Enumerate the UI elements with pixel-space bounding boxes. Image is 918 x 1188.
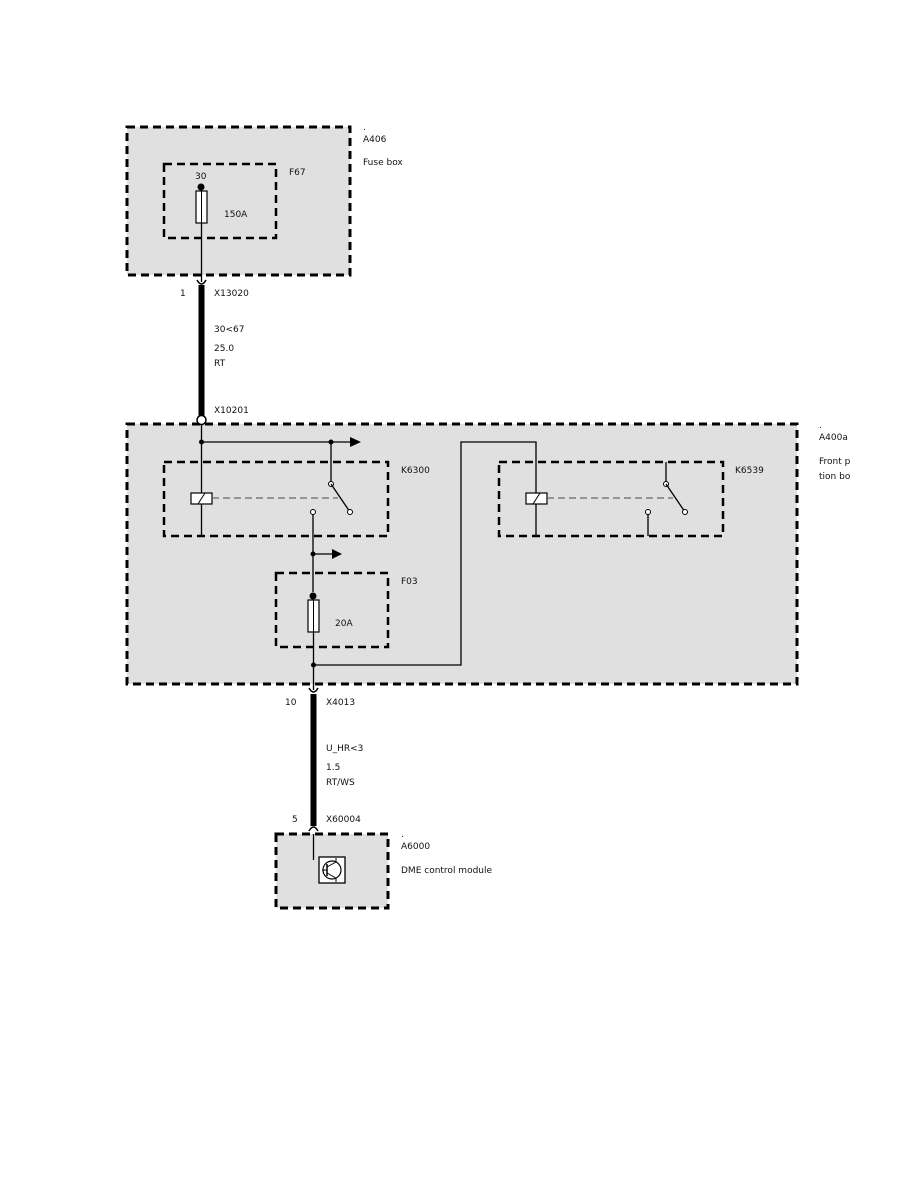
a406-name: Fuse box — [363, 158, 403, 168]
x60004-pin: 5 — [292, 815, 298, 825]
k6300-coil-slash — [197, 492, 206, 505]
f03-terminal-dot — [309, 592, 317, 600]
k6300-switch-contact — [330, 483, 351, 513]
x13020-connector-symbol — [196, 279, 207, 285]
a400a-name-line1: Front p — [819, 457, 851, 467]
f67-terminal: 30 — [195, 172, 207, 182]
a6000-mark: . — [401, 830, 404, 840]
wire1-color: RT — [214, 359, 226, 369]
a406-mark: . — [363, 123, 366, 133]
x4013-connector-symbol — [308, 687, 319, 693]
k6300-relay-outline — [162, 460, 390, 538]
f03-fuse-outline — [274, 571, 390, 649]
a6000-module-outline — [274, 832, 390, 910]
bus-arrow-right — [350, 437, 361, 447]
transistor-symbol-icon — [318, 856, 346, 884]
x60004-id: X60004 — [326, 815, 361, 825]
a6000-name: DME control module — [401, 866, 492, 876]
a400a-id: A400a — [819, 433, 848, 443]
wire1-signal: 30<67 — [214, 325, 244, 335]
k6539-coil-feed-wire — [313, 441, 537, 666]
k6300-switch-terminal — [347, 509, 353, 515]
x60004-connector-symbol — [308, 826, 319, 832]
k6539-output-terminal — [645, 509, 651, 515]
k6300-output-terminal — [310, 509, 316, 515]
a6000-id: A6000 — [401, 842, 430, 852]
wire2-color: RT/WS — [326, 778, 355, 788]
wire2-signal: U_HR<3 — [326, 744, 363, 754]
k6300-id: K6300 — [401, 466, 430, 476]
a406-fuse-box-outline — [125, 125, 352, 277]
a400a-mark: . — [819, 421, 822, 431]
f67-fuse-outline — [162, 162, 278, 240]
wire1-size: 25.0 — [214, 344, 234, 354]
k6539-switch-terminal — [682, 509, 688, 515]
k6539-coil-slash — [532, 492, 541, 505]
x4013-pin: 10 — [285, 698, 297, 708]
x13020-id: X13020 — [214, 289, 249, 299]
x10201-connector-symbol — [196, 414, 207, 426]
f03-id: F03 — [401, 577, 418, 587]
a400a-name-line2: tion bo — [819, 472, 851, 482]
wire2-size: 1.5 — [326, 763, 340, 773]
k6539-switch-contact — [665, 483, 686, 513]
f67-terminal-dot — [197, 183, 205, 191]
f67-rating: 150A — [224, 210, 248, 220]
k6539-id: K6539 — [735, 466, 764, 476]
x4013-id: X4013 — [326, 698, 355, 708]
f03-rating: 20A — [335, 619, 353, 629]
branch-arrow-right — [332, 549, 342, 559]
x13020-pin: 1 — [180, 289, 186, 299]
f67-id: F67 — [289, 168, 306, 178]
k6539-relay-outline — [497, 460, 725, 538]
x10201-id: X10201 — [214, 406, 249, 416]
a406-id: A406 — [363, 135, 387, 145]
a400a-box-outline — [125, 422, 799, 686]
